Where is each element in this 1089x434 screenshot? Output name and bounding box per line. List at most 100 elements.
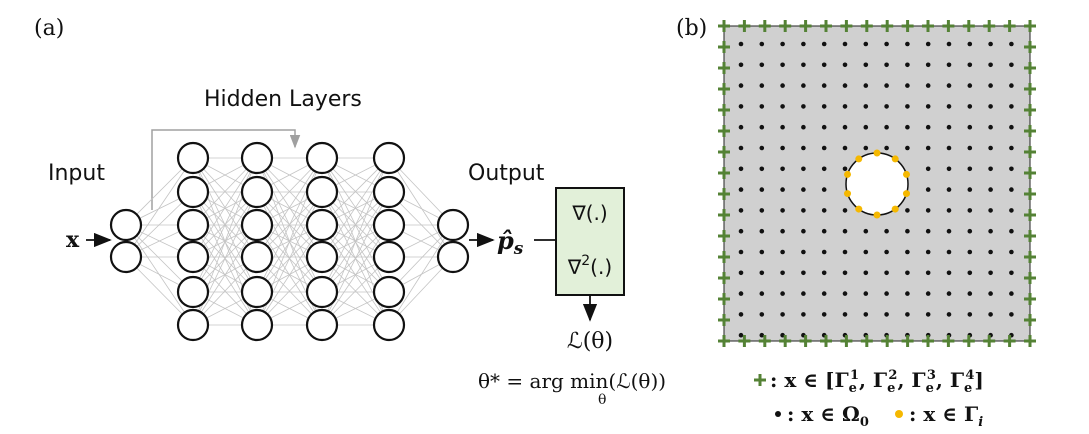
interior-point — [1009, 124, 1014, 130]
interior-point — [863, 145, 869, 151]
interior-point — [842, 83, 848, 88]
interior-point — [842, 124, 848, 130]
interior-point — [905, 208, 910, 213]
interior-point — [738, 41, 744, 47]
interior-point — [780, 228, 785, 234]
interior-point — [780, 104, 785, 109]
interior-point — [759, 145, 765, 151]
interior-point — [1009, 270, 1014, 276]
interior-point — [967, 249, 973, 255]
interior-point — [967, 166, 973, 172]
interior-point — [821, 124, 827, 130]
network-edge — [321, 157, 390, 293]
boundary-point — [1024, 104, 1036, 116]
interior-point — [801, 145, 806, 151]
interior-point — [821, 249, 827, 255]
interior-point — [821, 104, 827, 109]
interior-point — [738, 228, 744, 234]
interior-point — [863, 41, 869, 47]
boundary-point — [1024, 20, 1036, 32]
interior-point — [967, 291, 973, 296]
boundary-point — [738, 20, 751, 32]
interior-point — [759, 41, 765, 47]
boundary-point — [718, 230, 730, 242]
interior-point — [967, 41, 973, 47]
interior-point — [780, 312, 785, 317]
interior-point — [1009, 249, 1014, 255]
interior-point — [905, 83, 910, 88]
boundary-point — [840, 20, 853, 32]
interior-point — [759, 62, 765, 68]
output-label: Output — [468, 161, 545, 186]
interior-point — [1009, 312, 1014, 317]
interior-point — [842, 41, 848, 47]
interior-point — [946, 104, 952, 109]
input-label: Input — [48, 161, 105, 186]
interior-point — [801, 312, 806, 317]
loss-label: ℒ(θ) — [567, 329, 613, 354]
interior-point — [863, 270, 869, 276]
interior-point — [946, 312, 952, 317]
neuron — [305, 275, 339, 309]
boundary-point — [1024, 293, 1036, 305]
interface-point — [844, 190, 852, 198]
interior-point — [821, 166, 827, 172]
interface-point — [891, 205, 899, 213]
boundary-point — [779, 335, 792, 347]
interior-point — [801, 124, 806, 130]
interior-point — [738, 312, 744, 317]
interior-point — [842, 145, 848, 151]
interior-point — [780, 41, 785, 47]
interior-point — [801, 270, 806, 276]
boundary-point — [983, 335, 996, 347]
interior-point — [801, 41, 806, 47]
boundary-point — [962, 20, 975, 32]
interface-point — [855, 205, 863, 213]
boundary-point — [758, 335, 771, 347]
interior-point — [842, 166, 848, 172]
interior-point — [925, 187, 931, 192]
interior-point — [801, 166, 806, 172]
interior-point — [925, 83, 931, 88]
interior-point — [801, 104, 806, 109]
neuron — [109, 208, 143, 242]
neuron — [176, 240, 210, 274]
legend: : x ∈ [Γe1, Γe2, Γe3, Γe4] : x ∈ Ω0 : x … — [754, 368, 984, 430]
neuron — [372, 308, 406, 342]
interior-point — [905, 312, 910, 317]
interior-point — [863, 104, 869, 109]
interior-point — [884, 249, 889, 255]
interior-point — [780, 187, 785, 192]
interior-point — [780, 62, 785, 68]
interior-point — [946, 166, 952, 172]
network-edge — [256, 157, 323, 258]
interior-point — [925, 312, 931, 317]
interior-point — [780, 166, 785, 172]
objective-label: θ* = arg min(ℒ(θ)) — [478, 369, 666, 393]
interior-point — [925, 291, 931, 296]
interior-point — [988, 208, 993, 213]
boundary-point — [1024, 62, 1036, 74]
interior-point — [884, 291, 889, 296]
interior-point — [801, 83, 806, 88]
boundary-point — [718, 272, 730, 284]
interior-point — [842, 249, 848, 255]
boundary-point — [718, 209, 730, 221]
interior-point — [738, 249, 744, 255]
interior-point — [759, 249, 765, 255]
neuron — [305, 208, 339, 242]
boundary-point — [922, 335, 934, 347]
boundary-point — [718, 293, 730, 305]
boundary-point — [1024, 83, 1036, 95]
interior-point — [946, 270, 952, 276]
boundary-point — [1024, 251, 1036, 263]
interior-point — [905, 249, 910, 255]
interior-point — [905, 62, 910, 68]
boundary-point — [1024, 125, 1036, 137]
interface-point — [902, 170, 910, 178]
interior-point — [759, 166, 765, 172]
interface-collocation-points — [844, 149, 910, 219]
interior-point — [967, 187, 973, 192]
interior-point — [946, 291, 952, 296]
